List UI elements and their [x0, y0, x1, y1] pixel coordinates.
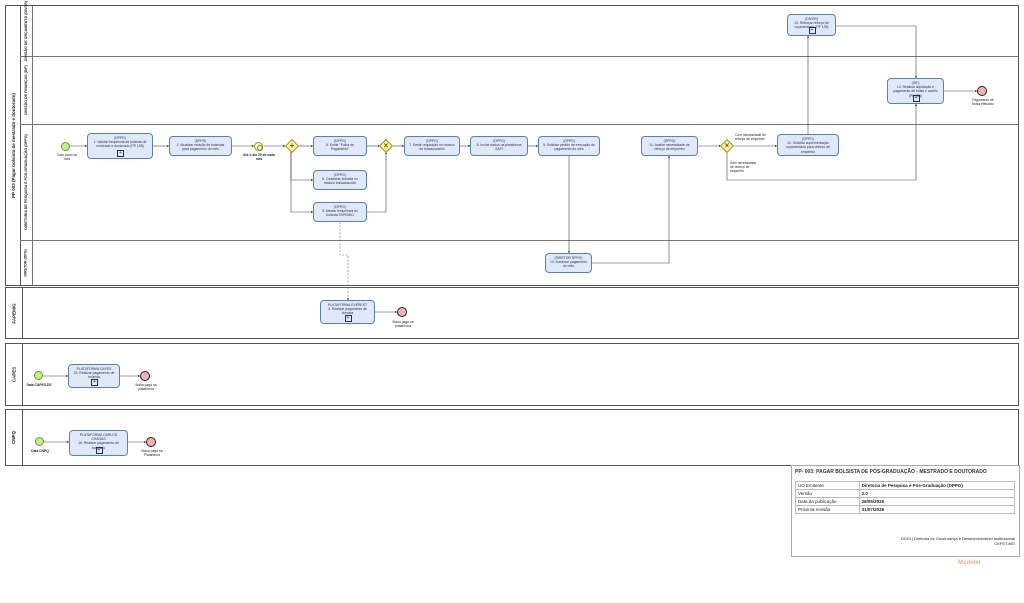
info-footer: DGDI | Diretoria de Governança e Desenvo…: [900, 536, 1015, 546]
task-7[interactable]: (DPPG) 7. Emitir requisição no módulo de…: [404, 136, 460, 156]
flow: [726, 103, 918, 181]
end-event: [146, 437, 156, 447]
plus-icon: +: [289, 141, 295, 150]
task-1[interactable]: (DPPG) 1. Validar frequência de bolsista…: [87, 133, 153, 159]
task-15[interactable]: PLATAFORMA CAPES 15. Realizar pagamento …: [68, 364, 120, 388]
end-event-label: Bolsa paga na Plataforma: [141, 449, 163, 457]
start-event-label: Todo início do mês: [56, 153, 78, 161]
start-event: [35, 437, 44, 446]
end-event-label: Pagamento de bolsa efetuado: [972, 98, 994, 106]
task-9[interactable]: (DPPG) 9. Solicitar pedido de execução d…: [538, 136, 600, 156]
task-6[interactable]: (DPPG) 6. Cadastrar bolsista no módulo b…: [313, 170, 367, 190]
task-13[interactable]: (DIVOR) 13. Reforçar reforço de orçament…: [787, 14, 836, 36]
end-event: [140, 371, 150, 381]
start-event-label: Data CAPES-DS: [26, 383, 52, 387]
subprocess-icon: +: [117, 150, 124, 157]
start-event: [34, 371, 43, 380]
task-10[interactable]: (DIRETOR DPPG) 10. Autorizar pagamento d…: [545, 253, 592, 273]
subprocess-icon: +: [95, 447, 103, 454]
task-4[interactable]: PLATAFORMA EVEREST 4. Realizar pagamento…: [320, 300, 375, 324]
x-icon: ×: [724, 141, 730, 150]
lane-orcamento: DIVISÃO DE ORÇAMENTO (DIVOR): [20, 1, 1018, 61]
subprocess-icon: +: [91, 379, 98, 386]
x-icon: ×: [383, 141, 389, 150]
modeler-watermark: Modeler: [958, 560, 982, 566]
subprocess-icon: +: [912, 95, 920, 102]
flow-label: Com necessidade de reforço de empenho: [735, 133, 766, 141]
flow: [592, 155, 671, 264]
flow: [290, 152, 314, 182]
pool-cnpq: CNPQ: [5, 409, 1019, 466]
start-event: [61, 142, 70, 151]
subprocess-icon: +: [344, 315, 352, 322]
pool-label: PP 003 (Pagar bolsista de mestrado e dou…: [6, 6, 21, 285]
end-event-label: Bolsa paga na plataforma: [135, 383, 157, 391]
flow: [290, 152, 314, 214]
document-title: PP- 003: PAGAR BOLSISTA DE PÓS-GRADUAÇÃO…: [795, 469, 987, 475]
task-2[interactable]: (DPPG) 2. Atualizar relação de bolsistas…: [169, 136, 232, 156]
task-5[interactable]: (DPPG) 5. Emitir "Folha de Pagamento": [313, 136, 367, 156]
start-event-label: Data CNPQ: [31, 449, 49, 453]
task-8[interactable]: (DPPG) 8. Incluir dados na plataforma SA…: [470, 136, 528, 156]
task-16[interactable]: PLATAFORMA CARLOS CHAGAS 16. Realizar pa…: [69, 430, 128, 456]
end-event: [397, 307, 407, 317]
message-flow: [339, 222, 350, 301]
flow-label: Sem necessidade de reforço de empenho: [730, 161, 757, 173]
task-11[interactable]: (DPPG) 11. Avaliar necessidade de reforç…: [641, 136, 698, 156]
lane-dppg: DIRETORIA DE PESQUISA E PÓS-GRADUAÇÃO (D…: [20, 124, 1018, 241]
lane-diretor: DIRETOR (DPG): [20, 240, 1018, 285]
task-14[interactable]: (DIF) 14. Realizar liquidação e pagament…: [887, 78, 944, 104]
end-event-label: Bolsa paga na plataforma: [392, 320, 414, 328]
document-info-box: PP- 003: PAGAR BOLSISTA DE PÓS-GRADUAÇÃO…: [791, 465, 1020, 557]
timer-event: [254, 142, 263, 151]
end-event: [977, 86, 987, 96]
pool-fapemig: FAPEMIG: [5, 287, 1019, 339]
flow: [367, 151, 388, 213]
flow: [836, 25, 918, 79]
task-12[interactable]: (DPPG) 12. Solicitar suplementação orçam…: [777, 134, 839, 156]
pool-capes: CAPES: [5, 343, 1019, 406]
task-3[interactable]: (DPPG) 3. Atestar frequência do bolsista…: [313, 202, 367, 222]
lane-financas: DIVISÃO DE FINANÇAS (DIF): [20, 56, 1018, 125]
subprocess-icon: +: [808, 27, 816, 34]
timer-event-label: Até o dia 25 de cada mês: [243, 153, 275, 161]
